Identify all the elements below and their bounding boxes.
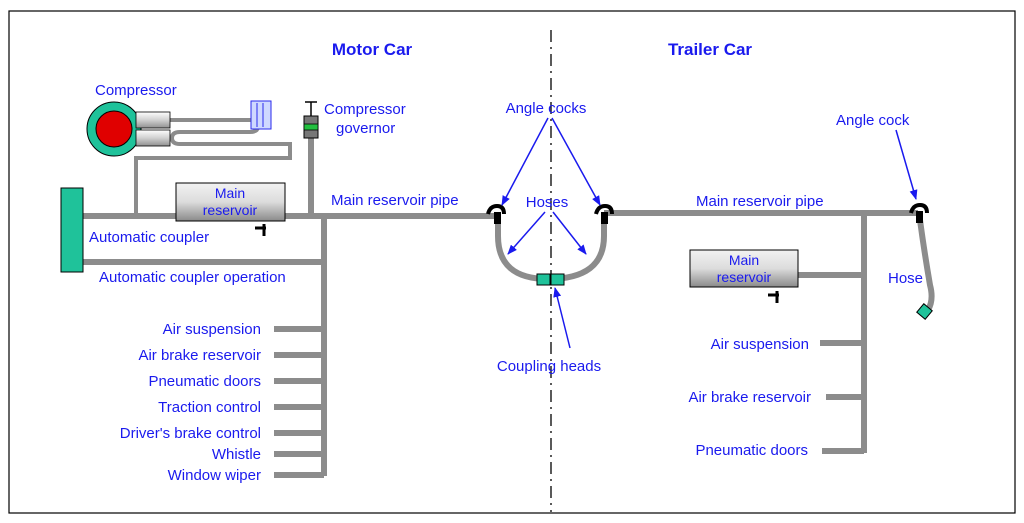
consumer-label: Traction control — [158, 399, 261, 416]
trailer-pipes — [604, 210, 935, 454]
automatic-coupler-block — [60, 187, 84, 273]
trailer-reservoir-label-line1: Main — [729, 252, 759, 268]
trailer-consumers: Air suspension Air brake reservoir Pneum… — [688, 336, 811, 459]
motor-pipes — [82, 118, 494, 478]
consumer-label: Air brake reservoir — [688, 389, 811, 406]
automatic-coupler-operation-label: Automatic coupler operation — [99, 269, 286, 286]
angle-cock-label: Angle cock — [836, 112, 910, 129]
drain-cock-icon — [768, 291, 779, 303]
main-reservoir-pipe-label-left: Main reservoir pipe — [331, 192, 459, 209]
consumer-label: Pneumatic doors — [148, 373, 261, 390]
drain-cock-icon — [255, 224, 266, 236]
automatic-coupler-label: Automatic coupler — [89, 229, 209, 246]
consumer-label: Air suspension — [711, 336, 809, 353]
trailer-main-reservoir: Main reservoir — [689, 249, 799, 288]
consumer-label: Air brake reservoir — [138, 347, 261, 364]
main-reservoir-pipe-label-right: Main reservoir pipe — [696, 193, 824, 210]
hose-label: Hose — [888, 270, 923, 287]
consumer-label: Air suspension — [163, 321, 261, 338]
consumer-label: Pneumatic doors — [695, 442, 808, 459]
coupling-heads-icon — [536, 273, 565, 286]
compressor-icon — [86, 101, 171, 157]
angle-cock-icon — [486, 203, 506, 224]
motor-car-title: Motor Car — [332, 40, 413, 59]
governor-label-line1: Compressor — [324, 101, 406, 118]
consumer-label: Window wiper — [168, 467, 261, 484]
angle-cock-icon — [594, 203, 614, 224]
compressor-governor-icon — [303, 101, 319, 139]
motor-reservoir-label-line2: reservoir — [203, 202, 258, 218]
governor-label-line2: governor — [336, 120, 395, 137]
trailer-car-title: Trailer Car — [668, 40, 752, 59]
consumer-label: Driver's brake control — [120, 425, 261, 442]
motor-consumers: Air suspension Air brake reservoir Pneum… — [120, 321, 261, 484]
compressor-label: Compressor — [95, 82, 177, 99]
hose-end-icon — [916, 303, 933, 320]
trailer-reservoir-label-line2: reservoir — [717, 269, 772, 285]
motor-reservoir-label-line1: Main — [215, 185, 245, 201]
motor-main-reservoir: Main reservoir — [175, 182, 286, 222]
diagram-frame — [8, 10, 1016, 514]
consumer-label: Whistle — [212, 446, 261, 463]
angle-cock-icon — [909, 202, 929, 223]
angle-cocks-label: Angle cocks — [506, 100, 587, 117]
callout-arrows — [501, 117, 918, 349]
air-dryer-icon — [250, 100, 272, 130]
coupling-heads-label: Coupling heads — [497, 358, 601, 375]
hoses-label: Hoses — [526, 194, 569, 211]
